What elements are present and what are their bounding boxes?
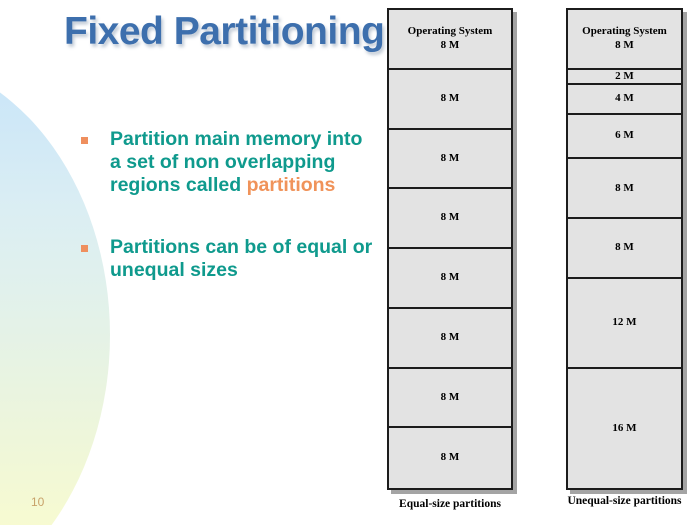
memory-block: 12 M: [568, 278, 681, 369]
memory-block: 16 M: [568, 368, 681, 488]
memory-block: 8 M: [389, 189, 511, 249]
memory-block-size-label: 8 M: [440, 390, 460, 403]
memory-block-size-label: 8 M: [440, 271, 460, 284]
memory-block: 6 M: [568, 114, 681, 160]
memory-block: 8 M: [389, 69, 511, 130]
list-item: Partition main memory into a set of non …: [78, 128, 378, 196]
memory-block-size-label: 16 M: [612, 421, 637, 434]
memory-block: 4 M: [568, 84, 681, 115]
memory-block-size-label: 8 M: [615, 181, 634, 194]
memory-block-size-label: 12 M: [612, 315, 637, 328]
bullet-text-lead: Partition main memory into a set of non …: [110, 128, 363, 196]
memory-block: 8 M: [389, 129, 511, 190]
memory-block-os-label: Operating System: [407, 25, 493, 38]
memory-block: 8 M: [568, 219, 681, 279]
bullet-text-lead: Partitions can be of equal or unequal si…: [110, 236, 373, 282]
bullet-text-highlight: partitions: [246, 173, 336, 196]
memory-block: 8 M: [389, 368, 511, 429]
memory-block: 2 M: [568, 69, 681, 85]
memory-block-size-label: 8 M: [615, 38, 634, 51]
bullet-text: Partitions can be of equal or unequal si…: [110, 236, 378, 282]
memory-block-size-label: 8 M: [440, 151, 460, 164]
memory-block-size-label: 8 M: [440, 91, 460, 104]
memory-block-os-label: Operating System: [582, 25, 667, 38]
caption-equal-size-partitions: Equal-size partitions: [399, 498, 501, 510]
page-title: Fixed Partitioning: [64, 10, 385, 53]
memory-block: 8 M: [389, 249, 511, 309]
memory-block-size-label: 8 M: [440, 451, 460, 464]
memory-block: 8 M: [568, 159, 681, 220]
memory-block-size-label: 4 M: [615, 91, 634, 104]
memory-block-size-label: 2 M: [615, 69, 634, 82]
square-bullet-icon: [81, 137, 88, 144]
memory-block: 8 M: [389, 308, 511, 369]
memory-block-size-label: 8 M: [440, 330, 460, 343]
bullet-text: Partition main memory into a set of non …: [110, 128, 378, 196]
memory-block: 8 M: [389, 428, 511, 488]
slide-number: 10: [31, 495, 45, 509]
memory-block-size-label: 8 M: [615, 241, 634, 254]
list-item: Partitions can be of equal or unequal si…: [78, 236, 378, 282]
square-bullet-icon: [81, 245, 88, 253]
caption-unequal-size-partitions: Unequal-size partitions: [567, 495, 682, 507]
memory-block-size-label: 8 M: [440, 38, 460, 51]
memory-block-size-label: 8 M: [440, 211, 460, 224]
bullet-list: Partition main memory into a set of non …: [78, 128, 378, 308]
memory-block-size-label: 6 M: [615, 129, 634, 142]
